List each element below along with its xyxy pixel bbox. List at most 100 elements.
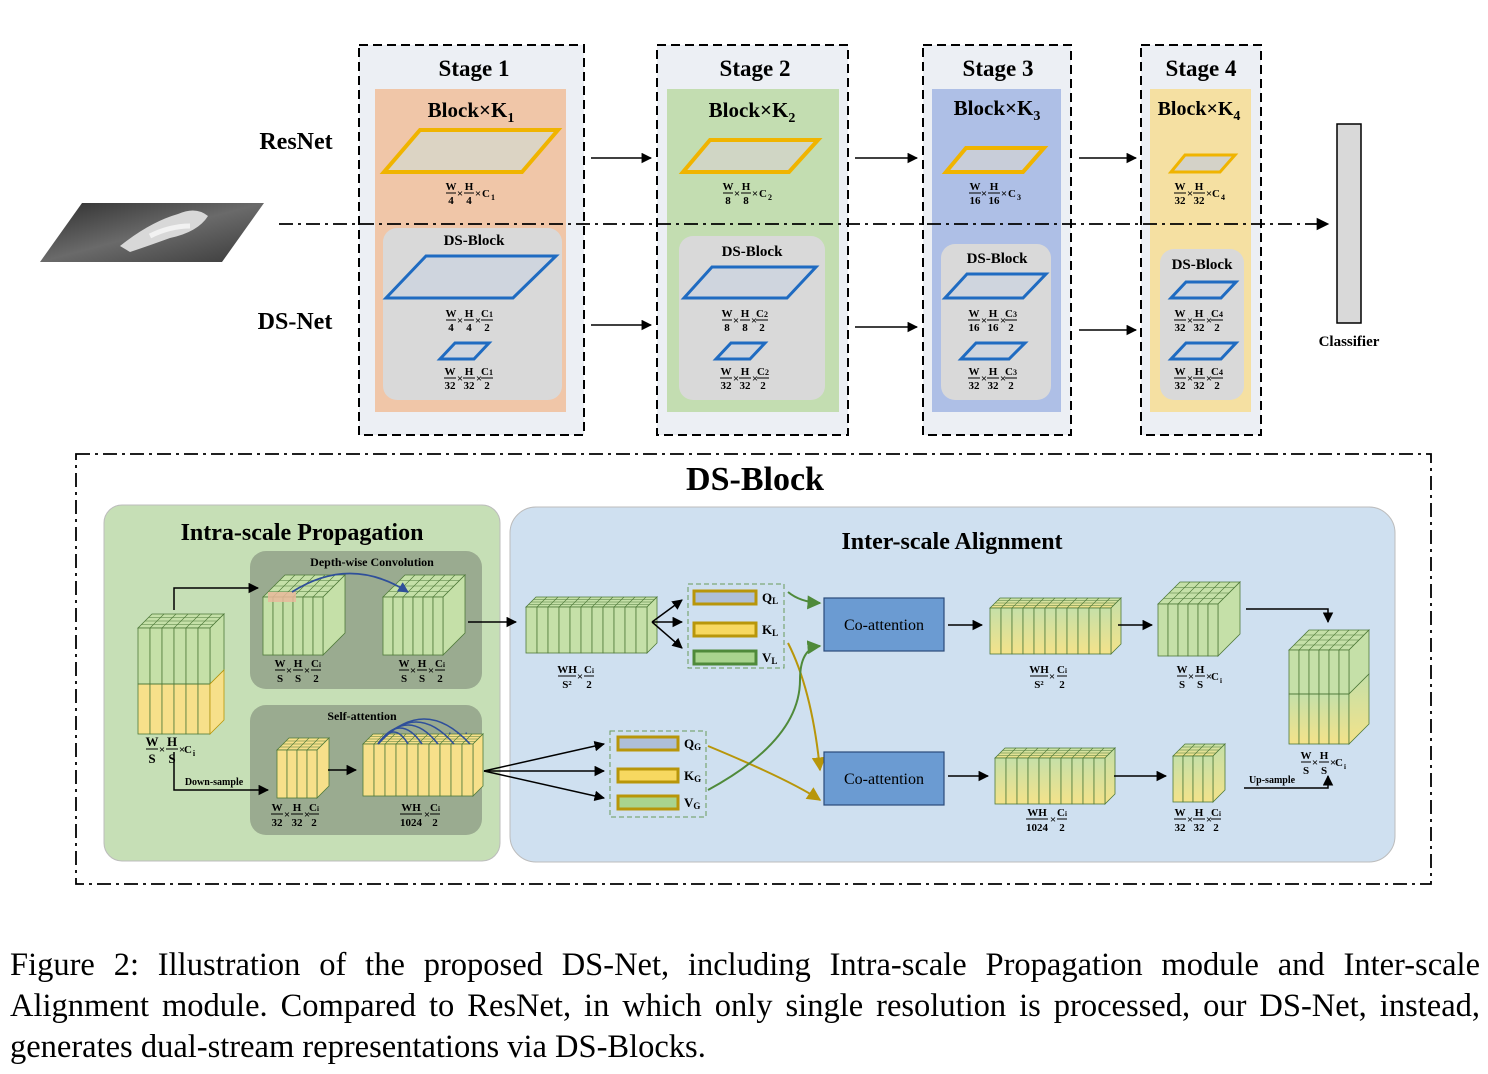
svg-text:2: 2	[1214, 322, 1220, 334]
svg-text:W: W	[1177, 664, 1188, 676]
svg-text:S: S	[277, 673, 283, 685]
svg-text:W: W	[146, 734, 159, 749]
svg-text:×: ×	[179, 744, 185, 756]
svg-text:×: ×	[1187, 373, 1193, 385]
figure-caption: Figure 2: Illustration of the proposed D…	[10, 947, 1480, 1065]
svg-text:×: ×	[475, 188, 481, 200]
svg-text:×: ×	[981, 188, 987, 200]
bottom-out-cube	[1172, 743, 1226, 803]
stage-4-resnet-feature-map	[1167, 153, 1239, 174]
k-local-label: KL	[762, 622, 778, 638]
svg-text:×: ×	[1188, 671, 1194, 683]
svg-text:×: ×	[734, 188, 740, 200]
svg-text:×: ×	[577, 671, 583, 683]
svg-text:Ci: Ci	[309, 802, 319, 814]
svg-text:1024: 1024	[400, 817, 423, 829]
svg-text:C3: C3	[1005, 308, 1017, 320]
svg-text:H: H	[1195, 308, 1204, 320]
svg-text:Ci: Ci	[430, 802, 440, 814]
svg-text:S²: S²	[1034, 679, 1044, 691]
cross-attention-arrows	[707, 591, 826, 801]
svg-text:×: ×	[751, 315, 757, 327]
v-global-label: VG	[684, 795, 700, 811]
dsnet-row-label: DS-Net	[258, 309, 333, 335]
svg-text:S: S	[168, 751, 175, 766]
svg-text:4: 4	[466, 322, 472, 334]
svg-text:×: ×	[733, 373, 739, 385]
svg-text:2: 2	[484, 380, 490, 392]
svg-text:W: W	[969, 308, 980, 320]
ds-block-arrows	[173, 582, 1334, 802]
svg-text:16: 16	[989, 195, 1001, 207]
final-cube-bottom-side	[1348, 673, 1370, 745]
input-cube-green	[137, 613, 225, 685]
stage-2-high-res-map	[680, 265, 820, 300]
stage-3-low-res-map	[957, 341, 1029, 361]
ds-block-title: DS-Block	[686, 461, 824, 498]
svg-text:32: 32	[1175, 380, 1187, 392]
ds-net-diagram: ResNet DS-Net Stage 1 Block×K1 W4 × H4 ×…	[40, 44, 1432, 885]
svg-text:×: ×	[428, 665, 434, 677]
svg-text:32: 32	[740, 380, 752, 392]
svg-text:2: 2	[760, 380, 766, 392]
svg-text:H: H	[1195, 807, 1204, 819]
svg-text:2: 2	[1214, 380, 1220, 392]
svg-text:H: H	[465, 181, 474, 193]
svg-text:×: ×	[476, 373, 482, 385]
svg-text:C1: C1	[481, 308, 493, 320]
svg-text:2: 2	[1008, 322, 1014, 334]
svg-text:×: ×	[1049, 671, 1055, 683]
svg-text:2: 2	[313, 673, 319, 685]
svg-text:×: ×	[457, 315, 463, 327]
stage-2-title: Stage 2	[720, 56, 791, 81]
svg-text:i: i	[193, 749, 196, 758]
dw-kernel-patch	[268, 592, 296, 602]
stage-2-ds-low-dims: W32 × H32 × C22	[720, 366, 769, 392]
intra-scale-title: Intra-scale Propagation	[181, 520, 424, 546]
svg-text:2: 2	[437, 673, 443, 685]
svg-text:H: H	[418, 658, 427, 670]
svg-text:×: ×	[304, 809, 310, 821]
dw-conv-curve-arrow	[291, 572, 409, 593]
svg-text:W: W	[722, 308, 733, 320]
svg-text:C: C	[1211, 671, 1219, 683]
svg-text:W: W	[721, 366, 732, 378]
svg-text:C: C	[1335, 757, 1343, 769]
svg-text:C: C	[184, 744, 192, 756]
svg-text:S: S	[295, 673, 301, 685]
svg-text:×: ×	[304, 665, 310, 677]
svg-text:×: ×	[1206, 373, 1212, 385]
final-cube-bottom	[1288, 693, 1350, 745]
svg-text:×: ×	[1187, 315, 1193, 327]
stage-2-low-res-map	[712, 341, 769, 361]
svg-text:C4: C4	[1211, 366, 1223, 378]
svg-text:32: 32	[1194, 380, 1206, 392]
svg-text:×: ×	[1206, 188, 1212, 200]
down-sample-label: Down-sample	[185, 777, 244, 788]
dw-in-dims: WS × HS × Ci2	[275, 658, 321, 685]
stage-1-resnet-feature-map	[379, 128, 563, 174]
svg-text:S: S	[1197, 679, 1203, 691]
svg-text:×: ×	[1187, 188, 1193, 200]
svg-text:2: 2	[1213, 822, 1219, 834]
svg-text:W: W	[970, 181, 981, 193]
svg-text:×: ×	[1312, 757, 1318, 769]
svg-text:4: 4	[448, 195, 454, 207]
stage-1-title: Stage 1	[439, 56, 510, 81]
svg-text:2: 2	[432, 817, 438, 829]
svg-text:32: 32	[969, 380, 981, 392]
svg-text:WH: WH	[557, 664, 577, 676]
up-sample-label: Up-sample	[1249, 775, 1296, 786]
svg-text:C: C	[759, 188, 767, 200]
svg-text:8: 8	[743, 195, 749, 207]
svg-text:×: ×	[1001, 188, 1007, 200]
svg-text:W: W	[399, 658, 410, 670]
svg-text:H: H	[990, 181, 999, 193]
k-global-label: KG	[684, 768, 701, 784]
